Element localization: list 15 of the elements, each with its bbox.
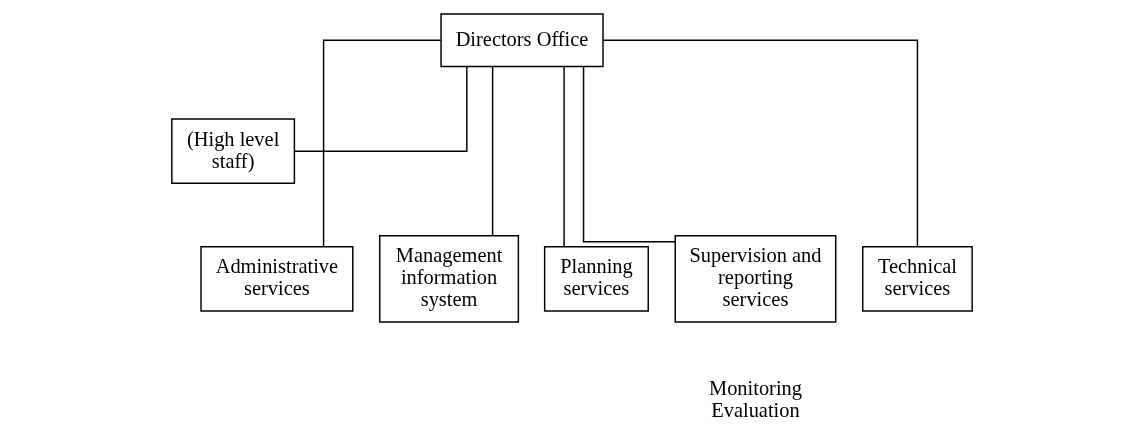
node-label: Monitoring <box>708 377 802 400</box>
connector <box>562 66 565 248</box>
connector <box>293 65 468 152</box>
connector <box>582 65 676 243</box>
node-box: Planning services <box>543 246 649 312</box>
node-box: Directors Office <box>439 13 604 68</box>
node-box: Technical services <box>861 246 973 312</box>
connector <box>491 66 493 237</box>
node-label: Evaluation <box>710 399 800 422</box>
node-box: Supervision and reporting services <box>674 235 836 323</box>
node-box: (High level staff) <box>170 118 295 184</box>
node-box: Administrative services <box>199 246 353 312</box>
connector <box>602 39 918 248</box>
connector <box>322 39 441 248</box>
node-box: Management information system <box>378 235 519 323</box>
